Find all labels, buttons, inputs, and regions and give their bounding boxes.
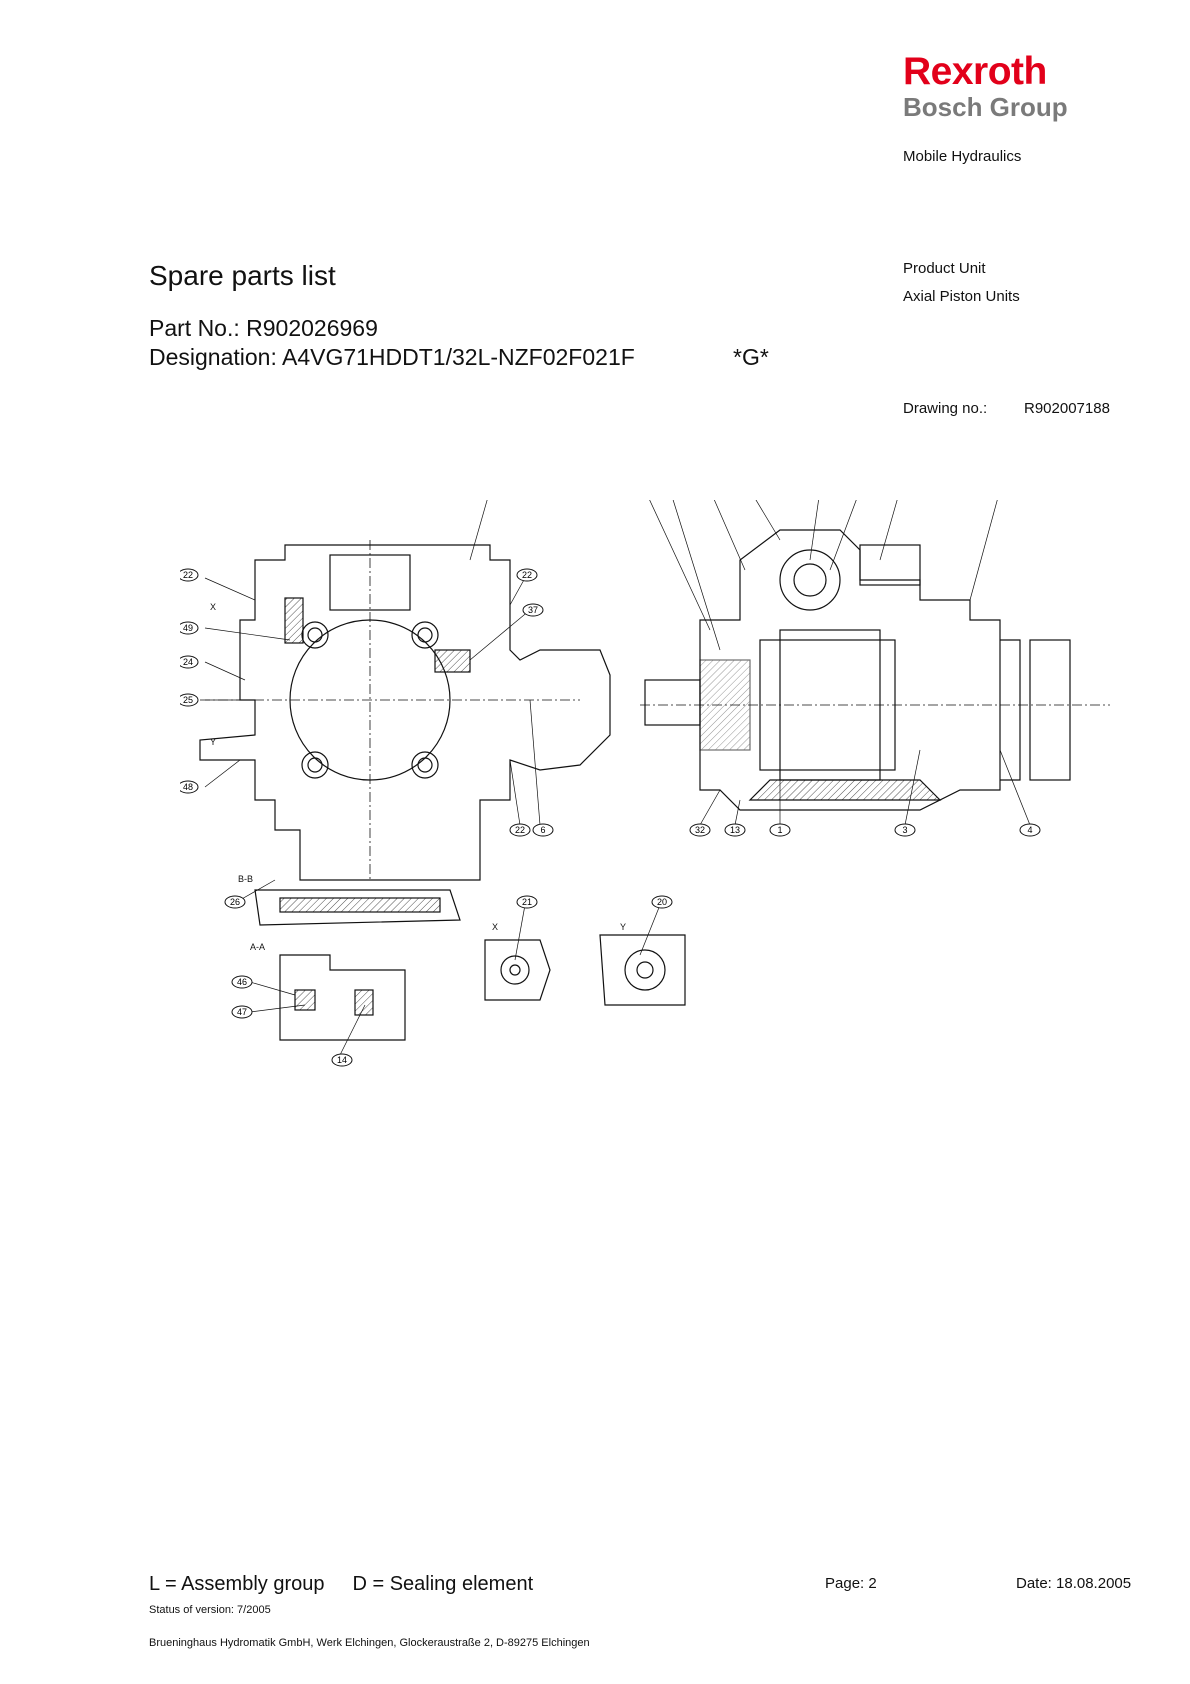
brand-logo: Rexroth <box>903 50 1047 93</box>
division-label: Mobile Hydraulics <box>903 148 1022 165</box>
svg-text:24: 24 <box>183 657 193 667</box>
front-view <box>199 540 611 881</box>
svg-text:21: 21 <box>522 897 532 907</box>
svg-text:25: 25 <box>183 695 193 705</box>
svg-text:22: 22 <box>183 570 193 580</box>
callout-22a: 22 <box>180 568 199 582</box>
callout-49: 49 <box>180 621 199 635</box>
part-number: Part No.: R902026969 <box>149 315 378 341</box>
callout-3: 3 <box>894 823 916 837</box>
svg-text:37: 37 <box>528 605 538 615</box>
technical-drawing: 27 22 22 37 49 24 25 48 22 6 31 32 10 22… <box>180 500 1130 1160</box>
callout-22b: 22 <box>516 568 538 582</box>
callout-1: 1 <box>769 823 791 837</box>
page-number: Page: 2 <box>825 1575 877 1592</box>
svg-text:14: 14 <box>337 1055 347 1065</box>
svg-text:22: 22 <box>515 825 525 835</box>
product-unit-label: Product Unit <box>903 260 986 277</box>
version-status: Status of version: 7/2005 <box>149 1604 271 1616</box>
label-port-x: X <box>210 602 216 612</box>
label-section-aa: A-A <box>250 942 265 952</box>
svg-text:4: 4 <box>1027 825 1032 835</box>
callout-47: 47 <box>231 1005 253 1019</box>
section-view <box>640 529 1110 811</box>
svg-text:26: 26 <box>230 897 240 907</box>
company-address: Brueninghaus Hydromatik GmbH, Werk Elchi… <box>149 1637 590 1649</box>
legend-assembly-group: L = Assembly group <box>149 1573 325 1595</box>
callout-14: 14 <box>331 1053 353 1067</box>
svg-text:1: 1 <box>777 825 782 835</box>
callout-24: 24 <box>180 655 199 669</box>
callout-25: 25 <box>180 693 199 707</box>
svg-text:32: 32 <box>695 825 705 835</box>
callout-21: 21 <box>516 895 538 909</box>
variant-code: *G* <box>733 344 769 370</box>
svg-text:46: 46 <box>237 977 247 987</box>
svg-text:22: 22 <box>522 570 532 580</box>
drawing-number-label: Drawing no.: <box>903 400 988 417</box>
svg-text:20: 20 <box>657 897 667 907</box>
document-date: Date: 18.08.2005 <box>1016 1575 1132 1592</box>
detail-views <box>254 889 686 1041</box>
callout-37: 37 <box>522 603 544 617</box>
callout-22c: 22 <box>509 823 531 837</box>
callout-6: 6 <box>532 823 554 837</box>
svg-text:6: 6 <box>540 825 545 835</box>
svg-text:13: 13 <box>730 825 740 835</box>
svg-text:48: 48 <box>183 782 193 792</box>
product-unit-value: Axial Piston Units <box>903 288 1020 305</box>
legend: L = Assembly group D = Sealing element <box>149 1573 533 1596</box>
callout-4: 4 <box>1019 823 1041 837</box>
callout-46: 46 <box>231 975 253 989</box>
designation: Designation: A4VG71HDDT1/32L-NZF02F021F <box>149 344 635 370</box>
label-section-bb: B-B <box>238 874 253 884</box>
legend-sealing-element: D = Sealing element <box>352 1573 534 1595</box>
document-title: Spare parts list <box>149 260 336 291</box>
label-view-y: Y <box>620 922 626 932</box>
callout-20b: 20 <box>651 895 673 909</box>
drawing-svg: 27 22 22 37 49 24 25 48 22 6 31 32 10 22… <box>180 500 1110 1067</box>
callout-32b: 32 <box>689 823 711 837</box>
callout-48: 48 <box>180 780 199 794</box>
callout-13: 13 <box>724 823 746 837</box>
svg-text:3: 3 <box>902 825 907 835</box>
brand-group: Bosch Group <box>903 92 1068 122</box>
leader-lines <box>204 500 1031 1056</box>
svg-text:47: 47 <box>237 1007 247 1017</box>
callout-bubbles: 27 22 22 37 49 24 25 48 22 6 31 32 10 22… <box>180 568 1041 1067</box>
drawing-number-value: R902007188 <box>1024 400 1110 417</box>
label-view-x: X <box>492 922 498 932</box>
svg-text:49: 49 <box>183 623 193 633</box>
label-port-y: Y <box>210 737 216 747</box>
callout-26: 26 <box>224 895 246 909</box>
